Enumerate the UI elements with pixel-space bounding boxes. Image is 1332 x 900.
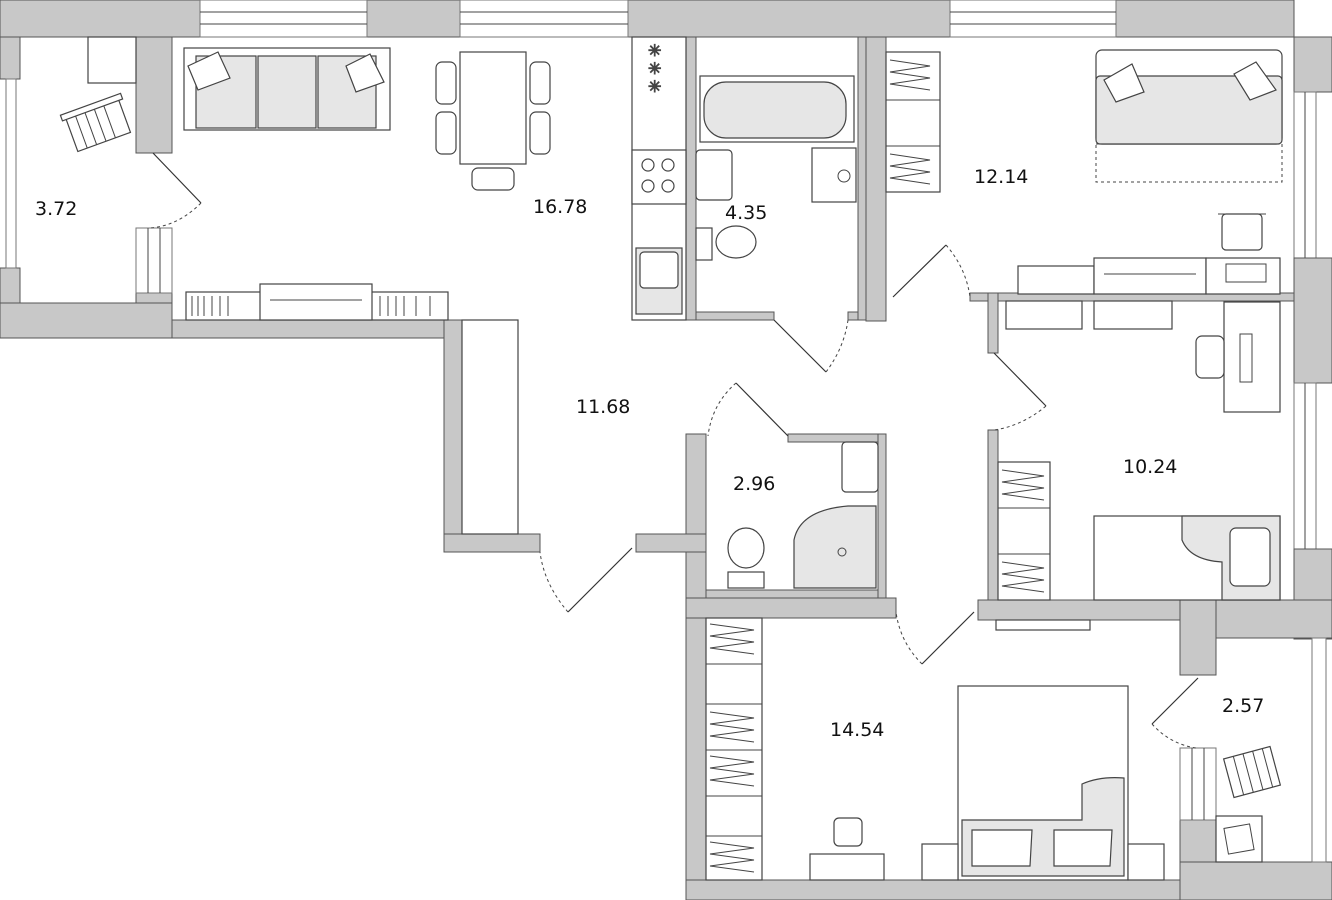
area-label-balcony-west: 3.72 bbox=[35, 198, 77, 220]
area-label-living-kitchen: 16.78 bbox=[533, 196, 587, 218]
svg-text:✳: ✳ bbox=[648, 77, 661, 96]
svg-text:✳: ✳ bbox=[648, 41, 661, 60]
area-label-hallway: 11.68 bbox=[576, 396, 630, 418]
area-label-bedroom-north: 12.14 bbox=[974, 166, 1028, 188]
area-labels: 3.72 16.78 4.35 12.14 11.68 2.96 10.24 1… bbox=[35, 166, 1264, 741]
area-label-balcony-east: 2.57 bbox=[1222, 695, 1264, 717]
svg-text:✳: ✳ bbox=[648, 59, 661, 78]
area-label-bathroom: 4.35 bbox=[725, 202, 767, 224]
doors bbox=[149, 152, 1199, 749]
area-label-washroom: 2.96 bbox=[733, 473, 775, 495]
area-label-study: 10.24 bbox=[1123, 456, 1177, 478]
area-label-bedroom-south: 14.54 bbox=[830, 719, 884, 741]
furniture: ✳ ✳ ✳ bbox=[59, 36, 1283, 881]
